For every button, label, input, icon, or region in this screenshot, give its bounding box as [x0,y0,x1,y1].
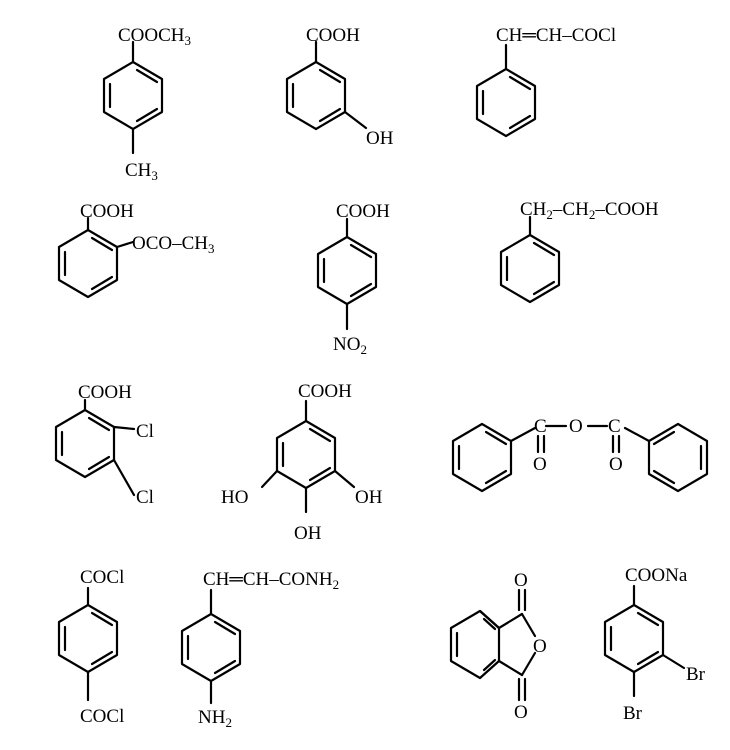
label-o-ring: O [533,636,547,657]
label-cooh: COOH [298,381,352,402]
label-ch3: CH3 [125,160,158,183]
compound-4-nitrobenzoic-acid: COOH NO2 [316,201,390,357]
label-ch-ch-conh2: CH═CH–CONH2 [203,569,339,592]
compound-3-phenylpropanoic-acid: CH2–CH2–COOH [499,199,659,304]
label-cooch3: COOCH3 [118,25,191,48]
label-o-bridge: O [569,416,583,437]
label-oh-right: OH [355,487,383,508]
compound-methyl-p-toluate: COOCH3 CH3 [102,25,191,183]
compound-3-hydroxybenzoic-acid: COOH OH [285,25,394,149]
label-no2: NO2 [333,334,367,357]
label-cooh: COOH [306,25,360,46]
label-cooh: COOH [336,201,390,222]
label-ch2-ch2-cooh: CH2–CH2–COOH [520,199,659,222]
label-nh2: NH2 [198,707,232,730]
label-c-right: C [608,416,621,437]
label-o-top: O [514,570,528,591]
label-c-left: C [534,416,547,437]
label-cl-3: Cl [136,487,154,508]
compound-benzoic-anhydride: C O C O O [451,416,709,493]
label-ch-ch-cocl: CH═CH–COCl [496,25,616,46]
label-cooh: COOH [80,201,134,222]
label-coona: COONa [625,565,688,586]
label-cooh: COOH [78,382,132,403]
label-br-4: Br [623,703,643,724]
label-oco-ch3: OCO–CH3 [132,233,215,256]
compound-terephthaloyl-chloride: COCl COCl [57,567,124,727]
compound-sodium-3-4-dibromobenzoate: COONa Br Br [603,565,706,724]
label-cocl-bottom: COCl [80,706,124,727]
label-o-left: O [533,454,547,475]
label-oh-left: HO [221,487,248,508]
label-oh: OH [366,128,394,149]
label-cocl-top: COCl [80,567,124,588]
compound-gallic-acid: COOH HO OH OH [221,381,383,544]
label-br-3: Br [686,664,706,685]
label-cl-2: Cl [136,421,154,442]
compound-4-aminocinnamamide: CH═CH–CONH2 NH2 [180,569,339,730]
compound-phthalic-anhydride: O O O [449,570,547,723]
compound-aspirin: COOH OCO–CH3 [57,201,215,299]
label-o-right: O [609,454,623,475]
compound-cinnamoyl-chloride: CH═CH–COCl [475,25,616,138]
label-oh-bottom: OH [294,523,322,544]
label-o-bottom: O [514,702,528,723]
compound-2-3-dichlorobenzoic-acid: COOH Cl Cl [54,382,154,508]
